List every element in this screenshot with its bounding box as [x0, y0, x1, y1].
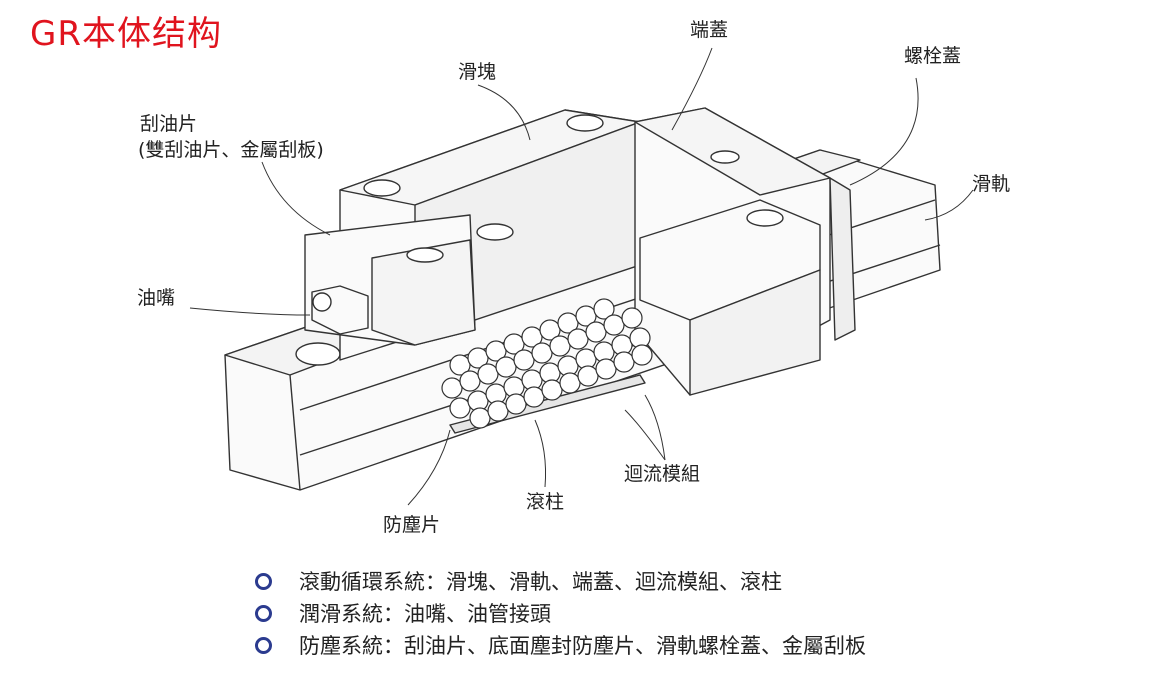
list-item: 滾動循環系統：滑塊、滑軌、端蓋、迴流模組、滾柱 — [255, 565, 866, 597]
label-block: 滑塊 — [458, 61, 497, 83]
bullet-circle-icon — [255, 572, 272, 590]
front-block-shape — [639, 199, 821, 396]
label-scraper: 刮油片 — [140, 113, 198, 135]
label-roller: 滾柱 — [526, 491, 565, 513]
list-item: 防塵系統：刮油片、底面塵封防塵片、滑軌螺栓蓋、金屬刮板 — [255, 629, 866, 661]
list-item-text: 潤滑系統：油嘴、油管接頭 — [299, 602, 551, 626]
list-item-text: 滾動循環系統：滑塊、滑軌、端蓋、迴流模組、滾柱 — [299, 570, 782, 594]
label-grease-nipple: 油嘴 — [137, 287, 176, 309]
label-recirculation: 迴流模組 — [624, 463, 701, 485]
label-end-cap: 端蓋 — [690, 19, 729, 41]
leader-lines — [189, 47, 974, 506]
list-item-text: 防塵系統：刮油片、底面塵封防塵片、滑軌螺栓蓋、金屬刮板 — [299, 634, 866, 658]
label-rail: 滑軌 — [972, 173, 1011, 195]
label-scraper-detail: (雙刮油片、金屬刮板) — [138, 139, 324, 161]
list-item: 潤滑系統：油嘴、油管接頭 — [255, 597, 866, 629]
feature-list: 滾動循環系統：滑塊、滑軌、端蓋、迴流模組、滾柱 潤滑系統：油嘴、油管接頭 防塵系… — [255, 565, 866, 661]
label-dust-strip: 防塵片 — [383, 514, 441, 536]
rollers — [441, 298, 653, 429]
grease-nipple-shape — [311, 285, 369, 335]
page-title: GR本体结构 — [30, 14, 222, 54]
bullet-circle-icon — [255, 636, 272, 654]
bullet-circle-icon — [255, 604, 272, 622]
label-bolt-cap: 螺栓蓋 — [904, 45, 962, 67]
